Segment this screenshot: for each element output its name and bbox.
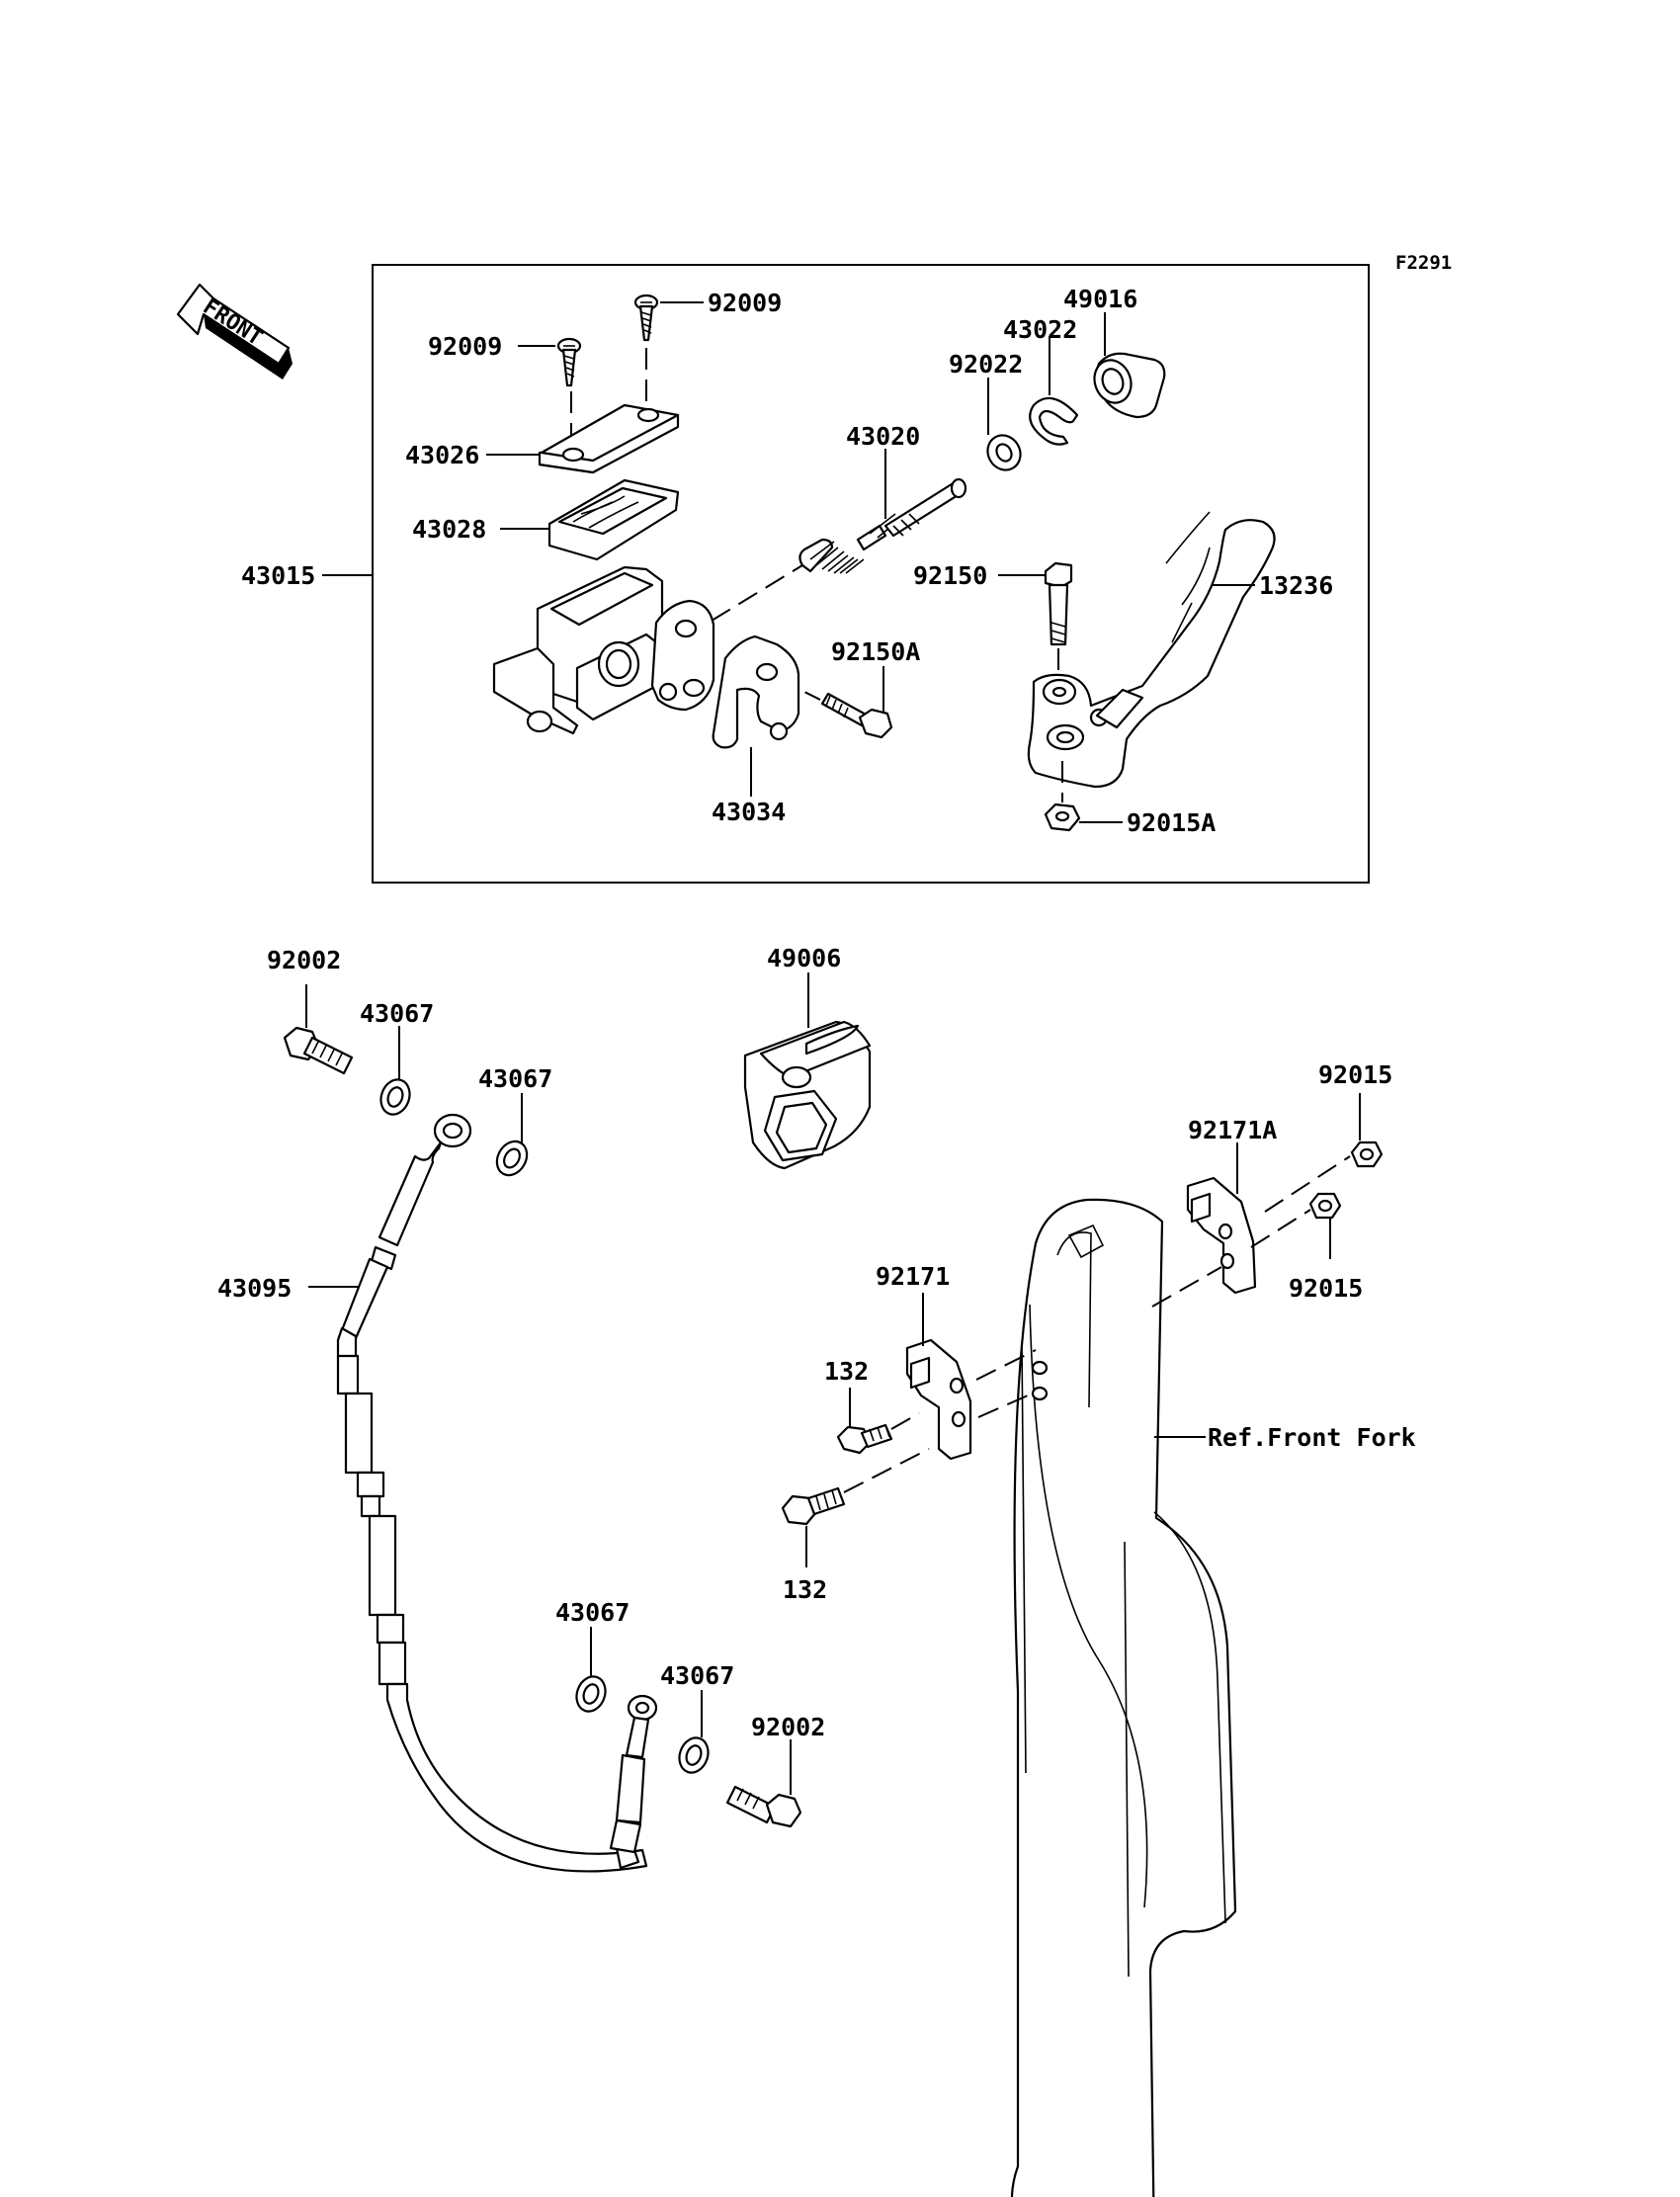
pivot-bolt — [1044, 561, 1073, 646]
label-cap: 43026 — [405, 441, 479, 469]
screw-right — [633, 294, 659, 342]
nut-bottom — [1308, 1192, 1342, 1220]
label-clamp: 43034 — [712, 798, 786, 826]
label-hose: 43095 — [217, 1274, 292, 1303]
label-pivot-bolt: 92150 — [913, 561, 987, 590]
label-screw-left: 92009 — [428, 332, 502, 361]
circlip — [1029, 396, 1079, 446]
clutch-hose — [336, 1113, 648, 1873]
bracket-right — [1186, 1176, 1257, 1295]
hose-guard — [743, 1020, 872, 1170]
label-washer-top-a: 43067 — [360, 999, 434, 1028]
label-nut-top: 92015 — [1318, 1060, 1392, 1089]
label-guard: 49006 — [767, 944, 841, 972]
master-cylinder-body — [492, 565, 715, 735]
figure-code: F2291 — [1395, 252, 1452, 274]
label-banjo-bolt-bottom: 92002 — [751, 1713, 825, 1741]
label-fork: Ref.Front Fork — [1208, 1423, 1416, 1452]
label-banjo-bolt-top: 92002 — [267, 946, 341, 974]
banjo-bolt-top — [283, 1026, 354, 1075]
label-nut-bottom: 92015 — [1289, 1274, 1363, 1303]
label-lever: 13236 — [1259, 571, 1333, 600]
label-bracket-right: 92171A — [1188, 1116, 1277, 1144]
hose-lower-fitting — [609, 1694, 658, 1854]
lever-nut — [1044, 803, 1081, 832]
label-assembly: 43015 — [241, 561, 315, 590]
label-piston: 43020 — [846, 422, 920, 451]
bolt-upper — [836, 1423, 893, 1455]
bracket-left — [905, 1338, 972, 1461]
label-nut: 92015A — [1127, 808, 1216, 837]
front-fork — [1010, 1198, 1237, 2197]
label-washer-top-b: 43067 — [478, 1064, 552, 1093]
label-washer-bottom-a: 43067 — [555, 1598, 630, 1627]
dust-boot — [1093, 352, 1166, 419]
nut-top — [1350, 1141, 1384, 1168]
diaphragm — [547, 478, 680, 561]
washer — [986, 434, 1022, 471]
washer-top-b — [495, 1140, 529, 1177]
front-arrow-icon: FRONT — [176, 283, 293, 380]
washer-top-a — [379, 1078, 411, 1116]
bolt-lower — [781, 1486, 846, 1526]
clutch-lever — [1027, 511, 1276, 789]
handlebar-clamp — [712, 634, 800, 749]
washer-bottom-a — [575, 1675, 607, 1713]
label-clamp-bolt: 92150A — [831, 637, 920, 666]
label-washer-bottom-b: 43067 — [660, 1661, 734, 1690]
label-diaphragm: 43028 — [412, 515, 486, 544]
piston-assembly — [798, 477, 967, 574]
label-circlip: 43022 — [1003, 315, 1077, 344]
screw-left — [556, 337, 582, 387]
master-cylinder-frame — [372, 264, 1370, 884]
label-bracket-left: 92171 — [876, 1262, 950, 1291]
reservoir-cap — [538, 403, 680, 474]
banjo-bolt-bottom — [725, 1785, 802, 1828]
label-washer: 92022 — [949, 350, 1023, 379]
clamp-bolt — [820, 692, 893, 739]
label-screw-right: 92009 — [708, 289, 782, 317]
label-boot: 49016 — [1063, 285, 1137, 313]
washer-bottom-b — [678, 1736, 710, 1774]
label-bolt-upper: 132 — [824, 1357, 869, 1386]
label-bolt-lower: 132 — [783, 1575, 827, 1604]
